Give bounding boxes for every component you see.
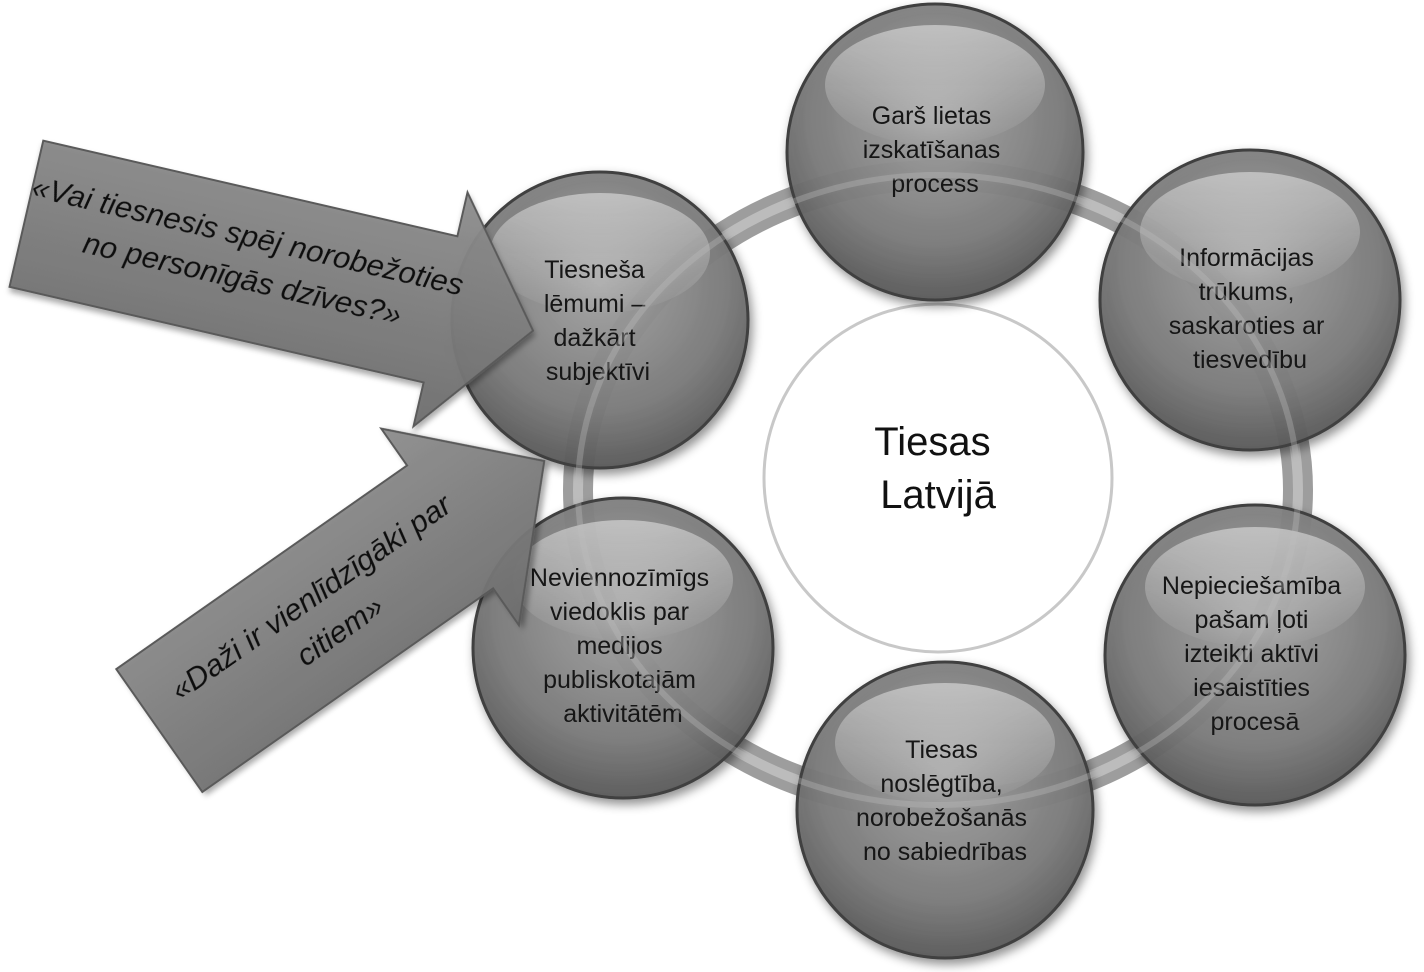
node-label-line: dažkārt [554,324,636,352]
node-label-line: norobežošanās [856,804,1027,832]
node-label-line: saskaroties ar [1169,312,1325,340]
node-judge-decisions [450,170,750,470]
node-label-line: iesaistīties [1193,674,1310,702]
node-label-line: Nepieciešamība [1162,572,1341,600]
node-label: Nepieciešamība pašam ļoti izteikti aktīv… [1162,572,1348,736]
node-label-line: aktivitātēm [563,700,682,728]
node-label-line: noslēgtība, [880,770,1002,798]
node-court-closedness [795,660,1095,960]
callout-arrow-upper: «Vai tiesnesis spēj norobežoties no pers… [8,139,535,429]
node-label-line: medijos [576,632,662,660]
connecting-ring-overlay [575,172,1301,808]
node-label: Tiesas noslēgtība, norobežošanās no sabi… [856,736,1034,866]
center-circle: Tiesas Latvijā [762,302,1114,654]
node-label-line: pašam ļoti [1195,606,1309,634]
node-label-line: viedoklis par [550,598,689,626]
center-label: Tiesas Latvijā [874,420,1001,517]
node-label-line: tiesvedību [1193,346,1307,374]
node-lack-of-information [1098,148,1402,452]
node-label-line: publiskotajām [543,666,696,694]
node-label: Tiesneša lēmumi – dažkārt subjektīvi [544,256,652,386]
node-label-line: Neviennozīmīgs [530,564,709,592]
node-label-line: procesā [1211,708,1300,736]
node-label-line: trūkums, [1199,278,1295,306]
node-label-line: Tiesas [905,736,978,764]
node-label-line: no sabiedrības [863,838,1027,866]
node-label-line: lēmumi – [544,290,646,318]
node-label-line: Informācijas [1179,244,1314,272]
node-label-line: izteikti aktīvi [1184,640,1319,668]
node-label: Informācijas trūkums, saskaroties ar tie… [1169,244,1332,374]
node-long-proceedings [785,2,1085,302]
node-label-line: Tiesneša [544,256,645,284]
node-active-involvement [1103,503,1407,807]
node-label-line: process [891,170,979,198]
center-label-line: Tiesas [874,420,990,464]
node-label-line: Garš lietas [872,102,991,130]
node-ambiguous-media-opinion [471,496,775,800]
node-label: Garš lietas izskatīšanas process [863,102,1008,198]
node-label: Neviennozīmīgs viedoklis par medijos pub… [530,564,716,728]
node-label-line: subjektīvi [546,358,650,386]
center-label-line: Latvijā [880,473,996,517]
node-label-line: izskatīšanas [863,136,1001,164]
